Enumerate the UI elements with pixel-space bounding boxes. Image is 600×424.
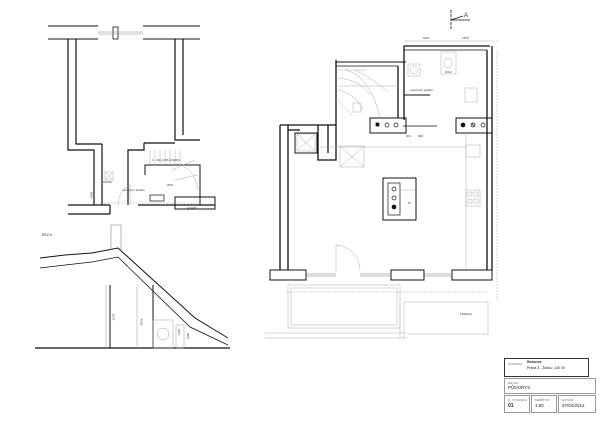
- terrace-label: TERASA: [460, 312, 473, 316]
- island-m-label: M: [408, 201, 411, 205]
- adapt-label: ADAPT.: [187, 206, 198, 210]
- stair-note-label: 1 - 16x (178,1/2/266): [152, 158, 180, 162]
- upper-plan-stairs: [100, 150, 200, 206]
- project-label: ZAKÁZKA: [508, 362, 523, 366]
- title-block-project: ZAKÁZKA Rekonce Praha 3 - Žižkov, 130 00: [504, 358, 589, 377]
- project-name: Rekonce: [527, 360, 542, 364]
- section-marker: [450, 10, 470, 30]
- sheet-value: 01: [508, 403, 514, 409]
- akum-label: AKUM.: [103, 180, 113, 184]
- dim-section-2: 2079: [139, 318, 144, 326]
- sheet-label: Č. VÝKRESU: [508, 398, 528, 402]
- upper-floor-plan: [48, 25, 216, 215]
- detail-value: PŮDORYS: [508, 385, 531, 390]
- project-address: Praha 3 - Žižkov, 130 00: [527, 366, 565, 370]
- dim-top-right: 1879: [462, 36, 469, 40]
- scale-label: MĚŘÍTKO: [535, 398, 550, 402]
- wc1-label: WC1: [167, 183, 174, 187]
- dim-top-left: 1667: [423, 36, 430, 40]
- section-title: ŘEZ A: [42, 233, 53, 237]
- dim-left-plan: 1080: [89, 191, 94, 199]
- date-value: 27/04/2012: [562, 403, 585, 408]
- main-plan-fixtures: [375, 122, 486, 210]
- dim-section-1: 2279: [111, 313, 116, 321]
- dim-section-3: 1120: [177, 328, 182, 336]
- detail-label: DETAIL: [508, 381, 519, 385]
- left-washer-label: vývod pro pračku: [122, 188, 145, 192]
- dim-section-4: 1100: [186, 332, 191, 340]
- dim-counter-b: 600: [418, 134, 424, 138]
- main-floor-plan: [269, 45, 493, 281]
- section-a: [35, 224, 230, 349]
- scale-value: 1:50: [535, 403, 544, 408]
- title-block-scale: MĚŘÍTKO 1:50: [531, 395, 557, 413]
- title-block-date: DATUM 27/04/2012: [558, 395, 596, 413]
- washer-outlet-label: vývod pro pračku: [410, 88, 433, 92]
- title-block-sheet: Č. VÝKRESU 01: [504, 395, 530, 413]
- title-block-detail: DETAIL PŮDORYS: [504, 378, 596, 394]
- section-a-details: [105, 285, 185, 349]
- main-plan-thin-lines: [265, 40, 500, 339]
- dim-counter-a: 601: [406, 134, 412, 138]
- wc2-label: WC2: [445, 70, 452, 74]
- date-label: DATUM: [562, 398, 573, 402]
- section-marker-label: A: [464, 13, 469, 19]
